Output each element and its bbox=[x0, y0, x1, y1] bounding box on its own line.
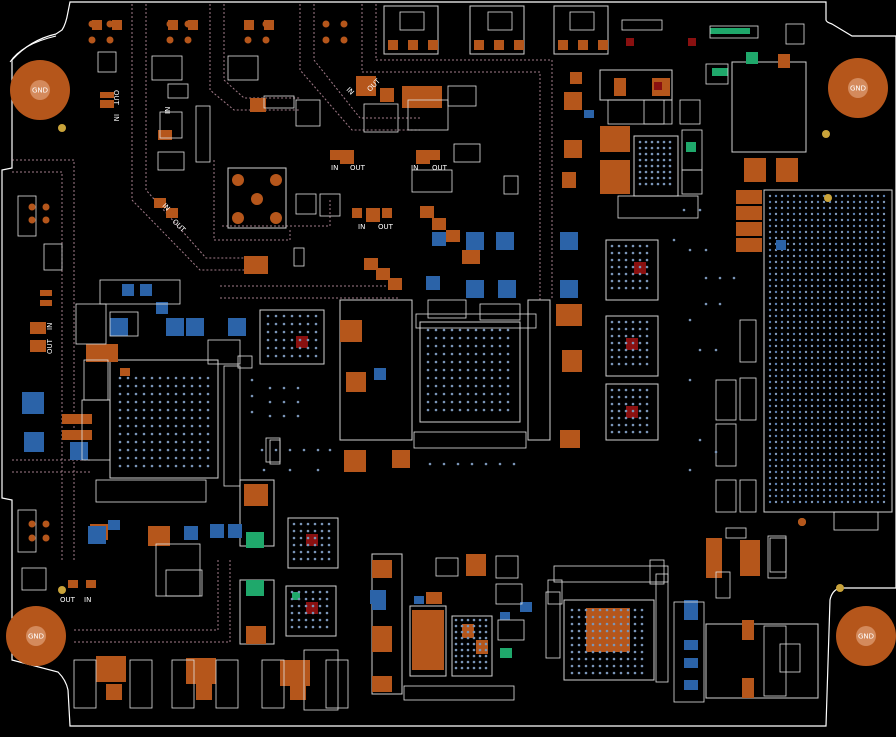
label-in-8: IN bbox=[345, 86, 356, 97]
mounting-hole-bottom-left: GND bbox=[6, 606, 66, 666]
label-out-7: OUT bbox=[171, 218, 188, 235]
fiducials bbox=[58, 124, 844, 594]
mounting-hole-top-right: GND bbox=[828, 58, 888, 118]
label-in-7: IN bbox=[161, 202, 172, 213]
bga-grid bbox=[768, 194, 886, 504]
rf-connector-pads bbox=[28, 20, 806, 542]
label-in-3: IN bbox=[358, 223, 365, 231]
label-out-2: OUT bbox=[432, 164, 448, 172]
label-out-4: OUT bbox=[60, 596, 76, 604]
mounting-hole-label-bl: GND bbox=[28, 633, 44, 641]
label-in-2: IN bbox=[411, 164, 418, 172]
label-in-5: IN bbox=[112, 114, 120, 121]
mounting-hole-label-tr: GND bbox=[850, 85, 866, 93]
chip-outlines bbox=[109, 5, 819, 699]
label-out-9: OUT bbox=[46, 338, 54, 354]
mounting-hole-label-tl: GND bbox=[32, 87, 48, 95]
label-out-5: OUT bbox=[112, 90, 120, 106]
mounting-hole-bottom-right: GND bbox=[836, 606, 896, 666]
green-pads bbox=[246, 28, 758, 658]
bga-region bbox=[763, 189, 893, 513]
label-out-3: OUT bbox=[378, 223, 394, 231]
blue-pads bbox=[22, 110, 786, 690]
board-corner-cutout-top-left bbox=[9, 35, 57, 63]
mounting-hole-label-br: GND bbox=[858, 633, 874, 641]
via-field bbox=[118, 140, 736, 675]
label-in-9: IN bbox=[46, 323, 54, 330]
label-in-4: IN bbox=[84, 596, 91, 604]
label-in-1: IN bbox=[331, 164, 338, 172]
red-pads bbox=[296, 38, 696, 614]
footprint-outlines bbox=[17, 11, 879, 711]
label-out-1: OUT bbox=[350, 164, 366, 172]
mounting-hole-top-left: GND bbox=[10, 60, 70, 120]
label-in-6: IN bbox=[164, 107, 172, 114]
trace-bands bbox=[12, 4, 553, 643]
